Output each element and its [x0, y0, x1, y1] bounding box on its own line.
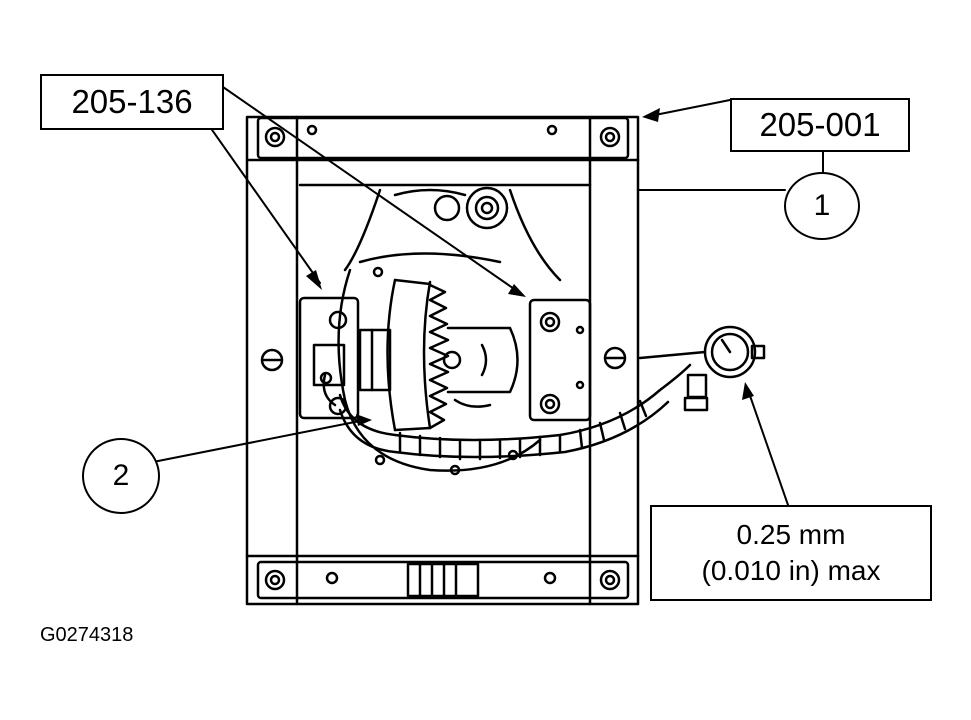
right-adapter-bracket [528, 298, 592, 422]
arrowheads [306, 108, 754, 426]
left-adapter-bracket [298, 296, 360, 420]
dial-indicator [638, 325, 766, 412]
tool-callout-205-001: 205-001 [730, 98, 910, 152]
runout-spec-imperial: (0.010 in) max [701, 555, 881, 586]
tool-callout-205-136: 205-136 [40, 74, 224, 130]
runout-spec-metric: 0.25 mm [736, 519, 846, 550]
differential-housing [298, 183, 592, 476]
item-callout-2: 2 [82, 438, 160, 514]
differential-case [358, 326, 519, 408]
ring-gear [386, 278, 450, 432]
holding-fixture-frame [245, 115, 640, 606]
leader-lines [147, 77, 824, 506]
runout-spec-box: 0.25 mm (0.010 in) max [650, 505, 932, 601]
item-callout-1: 1 [784, 172, 860, 240]
figure-id: G0274318 [40, 624, 134, 646]
flexible-indicator-arm [338, 363, 692, 461]
